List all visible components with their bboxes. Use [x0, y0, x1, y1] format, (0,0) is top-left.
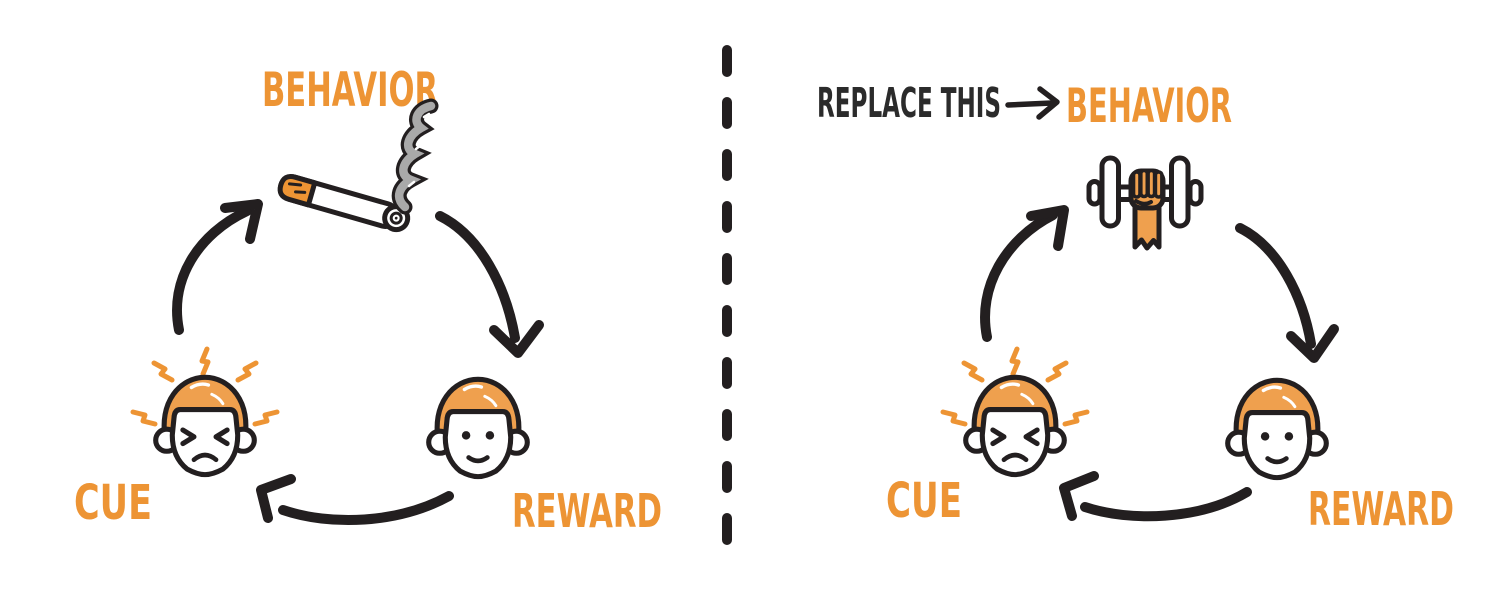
happy-face-icon — [429, 379, 528, 476]
replace-this-label: REPLACE THIS — [817, 79, 1001, 127]
arrow-cue-to-behavior — [980, 210, 1058, 342]
arrow-reward-to-cue-head — [256, 474, 296, 523]
arrow-reward-to-cue — [278, 491, 454, 526]
arrow-reward-to-cue-head — [1059, 471, 1099, 521]
left-cycle-arrows — [172, 199, 544, 526]
smoke-icon — [391, 98, 439, 215]
right-cycle-arrows — [980, 205, 1339, 522]
fist-dumbbell-icon — [1086, 155, 1204, 251]
replace-arrow-icon — [1005, 86, 1060, 120]
left-panel-habit-loop: BEHAVIOR — [74, 63, 662, 538]
arrow-behavior-to-reward-head — [489, 320, 544, 358]
happy-face-icon — [1228, 380, 1327, 477]
left-reward-label: REWARD — [512, 484, 662, 538]
right-panel-habit-loop: REPLACE THIS BEHAVIOR — [817, 79, 1454, 536]
right-behavior-label: BEHAVIOR — [1066, 79, 1232, 134]
arrow-behavior-to-reward — [1235, 223, 1316, 349]
stressed-face-icon — [966, 377, 1065, 474]
arrow-behavior-to-reward-head — [1286, 324, 1339, 363]
cigarette-smoke-icon — [277, 98, 439, 233]
left-behavior-label: BEHAVIOR — [262, 63, 438, 118]
left-cue-label: CUE — [74, 475, 152, 531]
arrow-cue-to-behavior-head — [220, 199, 263, 244]
arrow-cue-to-behavior-head — [1026, 205, 1069, 251]
arrow-cue-to-behavior — [172, 206, 252, 335]
right-reward-label: REWARD — [1308, 482, 1454, 536]
arrow-behavior-to-reward — [435, 211, 520, 343]
arrow-reward-to-cue — [1080, 487, 1252, 522]
stressed-face-icon — [156, 377, 255, 474]
right-cue-label: CUE — [886, 473, 962, 529]
